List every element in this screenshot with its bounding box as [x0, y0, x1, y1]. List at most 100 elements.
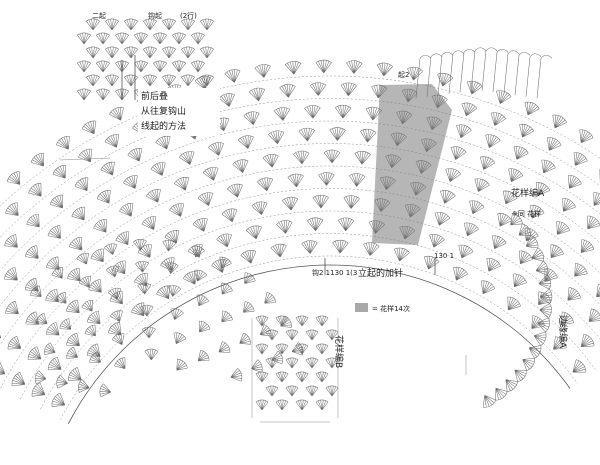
stitch-shell: [114, 357, 126, 369]
stitch-shell: [265, 329, 279, 341]
stitch-shell: [5, 300, 19, 315]
chain-row: [60, 255, 578, 420]
stitch-shell: [141, 216, 157, 230]
stitch-shell: [490, 112, 506, 126]
stitch-shell: [115, 231, 130, 245]
stitch-shell: [162, 46, 176, 59]
stitch-shell: [165, 262, 179, 274]
stitch-shell: [172, 60, 186, 73]
stitch-shell: [47, 225, 61, 239]
stitch-shell: [197, 349, 210, 362]
stitch-shell: [52, 165, 67, 179]
stitch-shell: [463, 222, 479, 237]
stitch-shell: [183, 271, 198, 285]
stitch-shell: [109, 310, 123, 322]
stitch-shell: [123, 175, 138, 189]
stitch-shell: [552, 114, 567, 129]
left-guide-line: [59, 157, 111, 161]
stitch-shell: [155, 135, 171, 150]
stitch-shell: [135, 260, 149, 273]
stitch-shell: [530, 204, 545, 219]
stitch-shell: [262, 154, 279, 168]
stitch-shell: [105, 46, 119, 59]
stitch-shell: [268, 130, 285, 144]
stitch-shell: [492, 235, 507, 249]
stitch-shell: [254, 64, 271, 78]
fan-inner-edge: [67, 264, 571, 424]
stitch-shell: [69, 236, 83, 251]
stitch-shell: [275, 371, 289, 383]
stitch-shell: [162, 239, 177, 252]
stitch-shell: [245, 225, 262, 240]
stitch-shell: [323, 149, 341, 164]
stitch-shell: [593, 192, 600, 206]
stitch-shell: [5, 202, 19, 216]
stitch-shell: [281, 196, 299, 211]
stitch-shell: [218, 93, 235, 107]
stitch-shell: [502, 190, 518, 205]
stitch-shell: [109, 290, 123, 305]
stitch-shell: [105, 74, 119, 87]
stitch-shell: [423, 256, 440, 270]
stitch-shell: [276, 220, 293, 234]
stitch-shell: [434, 212, 451, 226]
stitch-shell: [279, 84, 296, 98]
stitch-shell: [4, 234, 18, 248]
label-motif-a: 花样编A: [511, 187, 545, 199]
stitch-shell: [541, 159, 556, 174]
stitch-shell: [343, 195, 360, 209]
stitch-shell: [141, 326, 156, 339]
stitch-shell: [176, 358, 188, 371]
stitch-shell: [560, 311, 574, 326]
stitch-shell: [573, 152, 588, 166]
stitch-shell: [11, 372, 26, 387]
stitch-shell: [191, 245, 205, 258]
stitch-shell: [535, 182, 551, 196]
stitch-shell: [105, 265, 120, 278]
stitch-shell: [143, 74, 157, 87]
stitch-shell: [219, 256, 232, 269]
stitch-shell: [315, 59, 332, 74]
stitch-shell: [115, 88, 129, 101]
stitch-shell: [275, 343, 289, 355]
stitch-shell: [66, 346, 78, 359]
stitch-shell: [474, 178, 490, 192]
stitch-shell: [99, 383, 112, 398]
stitch-shell: [143, 18, 157, 31]
stitch-shell: [107, 287, 122, 300]
stitch-shell: [45, 322, 60, 336]
stitch-shell: [505, 379, 518, 392]
stitch-shell: [81, 300, 94, 312]
stitch-shell: [156, 285, 171, 300]
stitch-shell: [164, 229, 180, 244]
stitch-shell: [55, 292, 67, 304]
stitch-shell: [546, 137, 562, 151]
stitch-shell: [6, 171, 21, 185]
stitch-shell: [227, 183, 243, 198]
stitch-shell: [539, 288, 553, 304]
stitch-shell: [197, 192, 214, 206]
label-start-mark: 起2: [398, 71, 409, 79]
stitch-shell: [567, 287, 581, 301]
stitch-shell: [329, 127, 346, 141]
stitch-shell: [305, 385, 319, 397]
stitch-shell: [496, 90, 512, 104]
stitch-shell: [293, 150, 310, 165]
label-edge-a-group: 边缘编A: [557, 315, 569, 349]
stitch-shell: [513, 146, 529, 160]
stitch-shell: [198, 320, 211, 333]
stitch-shell: [456, 124, 472, 139]
stitch-shell: [305, 357, 319, 369]
stitch-shell: [31, 382, 46, 397]
stitch-shell: [150, 162, 166, 176]
stitch-shell: [71, 206, 85, 221]
stitch-shell: [285, 357, 299, 369]
stitch-shell: [482, 395, 497, 408]
stitch-shell: [181, 46, 195, 59]
stitch-shell: [146, 188, 161, 203]
label-edge-b-group: 花样编B: [333, 335, 345, 368]
stitch-shell: [170, 308, 184, 320]
stitch-shell: [249, 87, 266, 102]
stitch-shell: [524, 101, 540, 116]
stitch-shell: [191, 32, 205, 45]
